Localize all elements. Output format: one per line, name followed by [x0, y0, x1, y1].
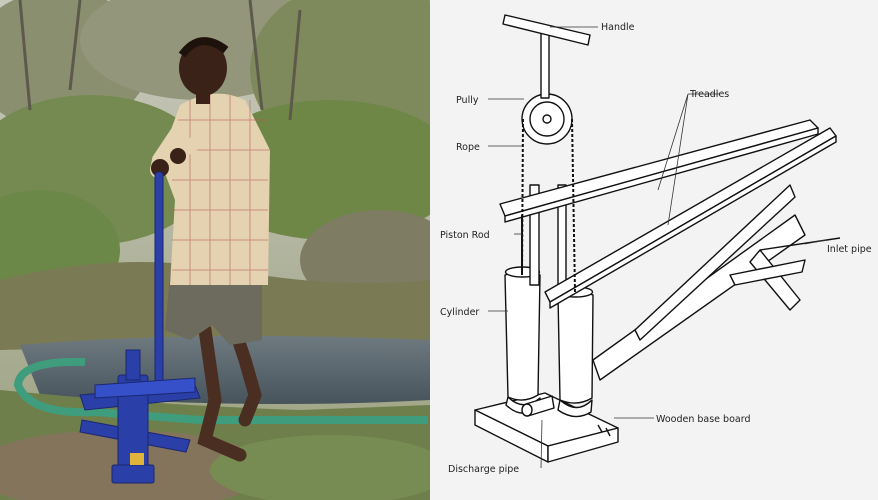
label-rope: Rope: [456, 142, 480, 153]
treadle-pump: [79, 171, 201, 484]
man-operating-pump: [150, 37, 270, 462]
label-pully: Pully: [456, 95, 479, 106]
hose: [13, 357, 428, 424]
discharge-pipe: [521, 395, 555, 417]
treadles: [499, 119, 837, 309]
treadle-pump-photo: [0, 0, 430, 500]
treadle-frame: [592, 184, 841, 381]
label-leaders: [488, 26, 827, 469]
handle-bar: [502, 14, 591, 46]
label-discharge-pipe: Discharge pipe: [448, 464, 519, 475]
label-piston-rod: Piston Rod: [440, 230, 490, 241]
cylinder: [504, 266, 594, 418]
river-water: [20, 336, 430, 404]
label-cylinder: Cylinder: [440, 307, 479, 318]
pulley: [521, 29, 573, 145]
label-inlet-pipe: Inlet pipe: [827, 244, 872, 255]
label-base-board: Wooden base board: [656, 414, 750, 425]
label-handle: Handle: [601, 22, 635, 33]
label-treadles: Treadles: [689, 89, 729, 100]
treadle-pump-diagram: Handle Pully Treadles Rope Piston Rod In…: [430, 0, 878, 500]
support-post: [529, 184, 540, 286]
